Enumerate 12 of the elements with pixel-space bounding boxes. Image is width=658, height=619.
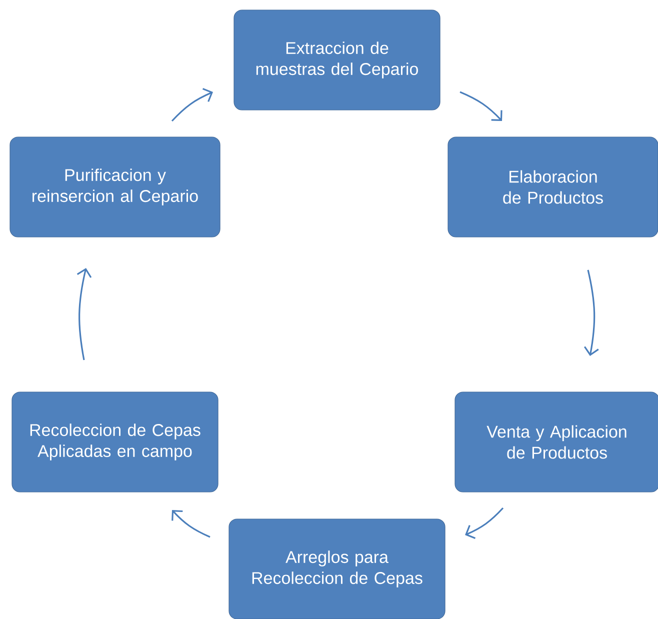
process-box: Extraccion de muestras del Cepario (234, 10, 440, 110)
arrow (76, 268, 92, 360)
arrow (460, 91, 502, 121)
process-box: Purificacion y reinsercion al Cepario (10, 136, 220, 238)
process-box: Arreglos para Recoleccion de Cepas (228, 518, 446, 619)
arrow (171, 88, 213, 122)
process-box: Recoleccion de Cepas Aplicadas en campo (12, 392, 218, 492)
arrow (172, 510, 210, 538)
process-box: Elaboracion de Productos (448, 136, 658, 238)
process-box: Venta y Aplicacion de Productos (454, 392, 658, 492)
arrow (465, 507, 504, 539)
arrow (584, 270, 599, 356)
